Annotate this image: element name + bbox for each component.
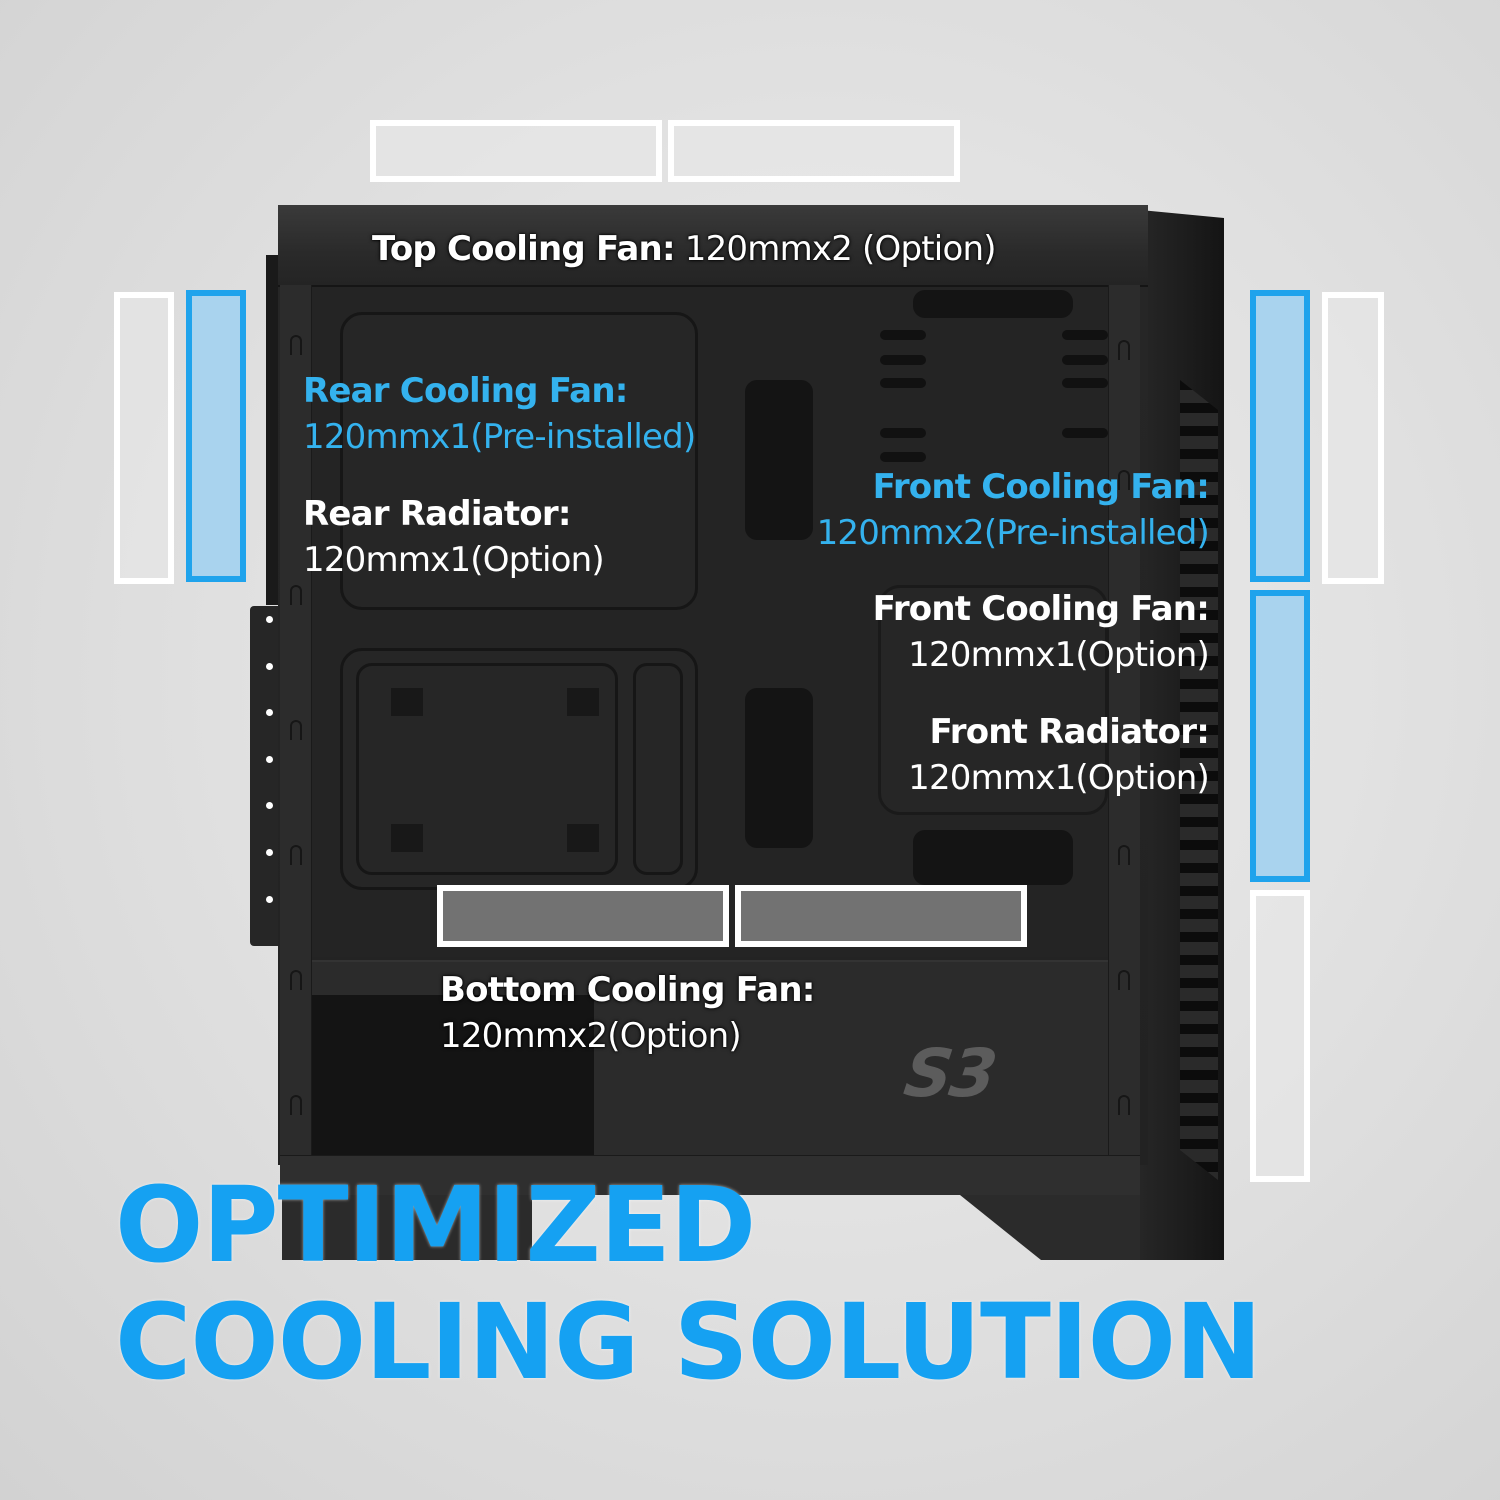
cable-hook bbox=[1118, 470, 1130, 490]
vent-slot bbox=[1062, 428, 1108, 438]
drive-cutout bbox=[913, 290, 1073, 318]
front-fan-option-value: 120mmx1(Option) bbox=[908, 635, 1210, 675]
front-fan-slot-outer bbox=[1322, 292, 1384, 584]
vent-slot bbox=[880, 378, 926, 388]
case-foot-right bbox=[960, 1195, 1140, 1260]
pci-screw bbox=[266, 802, 273, 809]
pci-screw bbox=[266, 663, 273, 670]
vent-slot bbox=[1062, 330, 1108, 340]
vent-slot bbox=[880, 428, 926, 438]
cpu-cutout-upper bbox=[340, 312, 698, 610]
pci-bracket bbox=[250, 606, 278, 946]
case-logo: S3 bbox=[899, 1035, 1000, 1112]
cable-hook bbox=[1118, 970, 1130, 990]
cable-hook bbox=[290, 970, 302, 990]
vent-slot bbox=[880, 355, 926, 365]
pci-screw bbox=[266, 709, 273, 716]
rear-fan-slot-preinstalled bbox=[186, 290, 246, 582]
top-fan-title: Top Cooling Fan: bbox=[372, 229, 676, 269]
front-fan-slot-2 bbox=[1250, 590, 1310, 882]
front-fan-slot-1 bbox=[1250, 290, 1310, 582]
case-bottom-rail bbox=[280, 1155, 1140, 1195]
pci-screw bbox=[266, 896, 273, 903]
case-front-rail bbox=[1108, 285, 1140, 1165]
pci-screw bbox=[266, 756, 273, 763]
rear-fan-label: Rear Cooling Fan: 120mmx1(Pre-installed) bbox=[303, 368, 696, 460]
front-fan-preinstalled-title: Front Cooling Fan: bbox=[872, 467, 1210, 507]
front-radiator-value: 120mmx1(Option) bbox=[908, 758, 1210, 798]
rear-io-strip bbox=[266, 255, 278, 605]
standoff-hole bbox=[391, 824, 423, 852]
vent-slot bbox=[1062, 378, 1108, 388]
bottom-fan-slot-2 bbox=[735, 885, 1027, 947]
cable-cutout bbox=[745, 688, 813, 848]
top-fan-slot-1 bbox=[370, 120, 662, 182]
headline-line-2: COOLING SOLUTION bbox=[115, 1281, 1262, 1403]
vent-slot bbox=[880, 452, 926, 462]
standoff-hole bbox=[567, 688, 599, 716]
case-top-bar bbox=[278, 205, 1148, 287]
front-fan-preinstalled-value: 120mmx2(Pre-installed) bbox=[816, 513, 1210, 553]
front-fan-option-label: Front Cooling Fan: 120mmx1(Option) bbox=[872, 586, 1210, 678]
cable-hook bbox=[290, 1095, 302, 1115]
front-fan-preinstalled-label: Front Cooling Fan: 120mmx2(Pre-installed… bbox=[816, 464, 1210, 556]
front-radiator-title: Front Radiator: bbox=[929, 712, 1209, 752]
vent-slot bbox=[880, 330, 926, 340]
top-fan-slot-2 bbox=[668, 120, 960, 182]
standoff-hole bbox=[391, 688, 423, 716]
cable-hook bbox=[290, 335, 302, 355]
front-vent-grille bbox=[1180, 380, 1218, 1180]
rear-radiator-value: 120mmx1(Option) bbox=[303, 540, 605, 580]
case-foot-left bbox=[282, 1195, 532, 1260]
front-fan-slot-3 bbox=[1250, 890, 1310, 1182]
rear-fan-value: 120mmx1(Pre-installed) bbox=[303, 417, 696, 457]
side-cutout bbox=[633, 663, 683, 875]
drive-bay bbox=[878, 585, 1108, 815]
cable-hook bbox=[290, 845, 302, 865]
cable-cutout bbox=[745, 380, 813, 540]
pci-screw bbox=[266, 616, 273, 623]
drive-cutout bbox=[913, 830, 1073, 885]
bottom-fan-title: Bottom Cooling Fan: bbox=[440, 970, 815, 1010]
front-fan-option-title: Front Cooling Fan: bbox=[872, 589, 1210, 629]
bottom-fan-slot-1 bbox=[437, 885, 729, 947]
pci-screw bbox=[266, 849, 273, 856]
rear-fan-title: Rear Cooling Fan: bbox=[303, 371, 628, 411]
top-fan-label: Top Cooling Fan: 120mmx2 (Option) bbox=[372, 226, 996, 272]
cable-hook bbox=[290, 720, 302, 740]
headline-line-1: OPTIMIZED bbox=[115, 1164, 756, 1286]
rear-fan-slot-outer bbox=[114, 292, 174, 584]
cable-hook bbox=[1118, 340, 1130, 360]
front-radiator-label: Front Radiator: 120mmx1(Option) bbox=[908, 709, 1210, 801]
bottom-fan-label: Bottom Cooling Fan: 120mmx2(Option) bbox=[440, 967, 815, 1059]
bottom-fan-value: 120mmx2(Option) bbox=[440, 1016, 742, 1056]
cable-hook bbox=[1118, 845, 1130, 865]
cable-hook bbox=[290, 585, 302, 605]
standoff-hole bbox=[567, 824, 599, 852]
cable-hook bbox=[1118, 1095, 1130, 1115]
vent-slot bbox=[1062, 355, 1108, 365]
top-fan-value: 120mmx2 (Option) bbox=[684, 229, 997, 269]
psu-window bbox=[312, 995, 594, 1155]
rear-radiator-label: Rear Radiator: 120mmx1(Option) bbox=[303, 491, 605, 583]
rear-radiator-title: Rear Radiator: bbox=[303, 494, 571, 534]
